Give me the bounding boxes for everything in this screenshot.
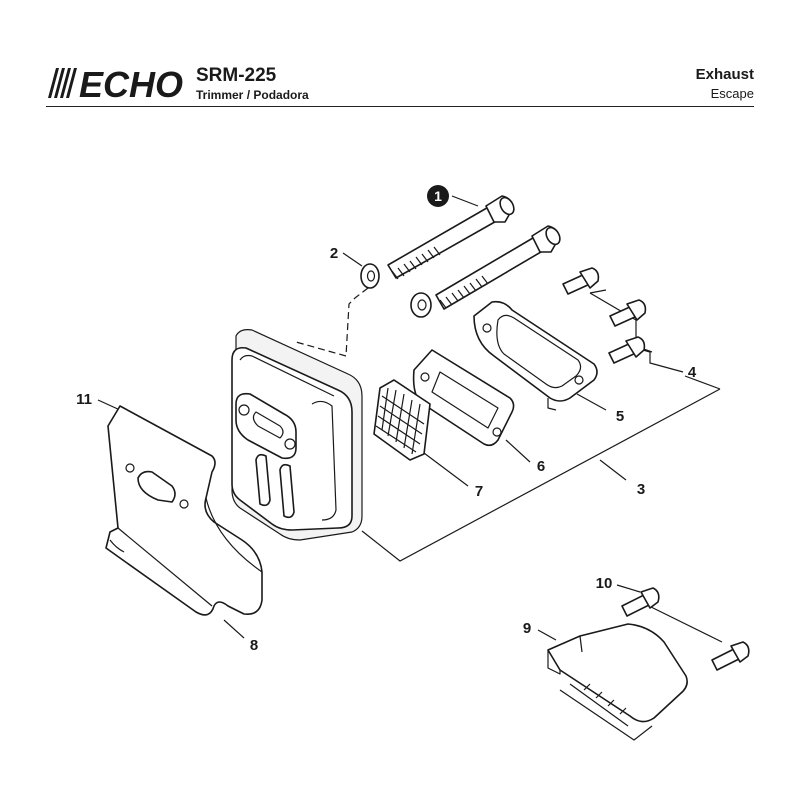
svg-text:1: 1	[434, 188, 442, 204]
header-divider	[46, 106, 754, 107]
long-bolt-2	[435, 225, 561, 310]
callout-1: 1	[427, 185, 449, 207]
section-title: Exhaust	[695, 66, 754, 83]
model-number: SRM-225	[196, 65, 277, 86]
callout-4: 4	[688, 364, 697, 381]
washer-1	[360, 263, 380, 289]
muffler-cover	[547, 623, 688, 741]
callout-3: 3	[637, 481, 645, 498]
long-bolt-1	[387, 195, 515, 280]
product-type: Trimmer / Podadora	[196, 88, 309, 102]
page-header: ECHO SRM-225 Trimmer / Podadora Exhaust …	[0, 0, 800, 110]
callout-7: 7	[475, 483, 483, 500]
callout-11: 11	[76, 391, 92, 408]
washer-2	[410, 292, 432, 318]
screw-4c	[608, 336, 646, 364]
screw-4b	[609, 299, 647, 327]
logo-wordmark: ECHO	[79, 66, 183, 100]
exhaust-flange	[473, 300, 598, 411]
heat-shield	[105, 405, 263, 616]
callout-6: 6	[537, 458, 545, 475]
cover-screw-1	[621, 587, 660, 617]
section-title-spanish: Escape	[710, 86, 754, 101]
muffler-body	[231, 329, 363, 541]
callout-8: 8	[250, 637, 258, 654]
callout-5: 5	[616, 408, 624, 425]
spark-arrestor-screen	[373, 379, 431, 461]
echo-logo: ECHO	[48, 66, 183, 100]
leader-lines	[97, 195, 723, 643]
screw-4a	[562, 267, 600, 295]
callout-10: 10	[596, 575, 613, 592]
callout-9: 9	[523, 620, 531, 637]
callout-2: 2	[330, 245, 338, 262]
cover-screw-2	[711, 641, 750, 671]
gasket	[412, 349, 515, 447]
